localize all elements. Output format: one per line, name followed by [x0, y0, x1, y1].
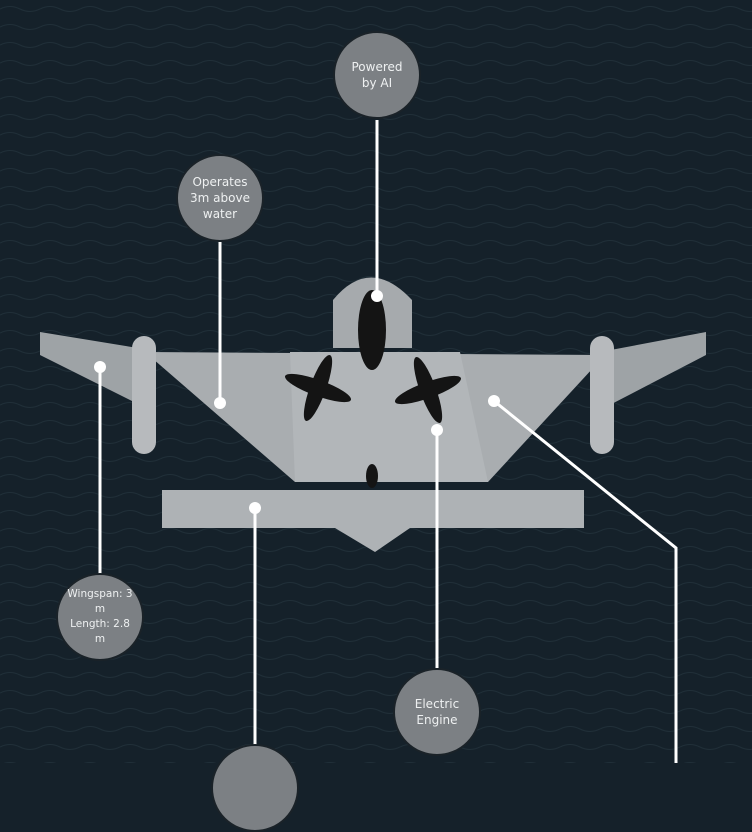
drone-scene [0, 0, 752, 763]
callout-powered-by-ai: Powered by AI [333, 31, 421, 119]
callout-lines [94, 120, 678, 763]
callout-dimensions: Wingspan: 3 m Length: 2.8 m [56, 573, 144, 661]
callout-operating-altitude: Operates 3m above water [176, 154, 264, 242]
callout-bottom [211, 744, 299, 832]
callout-electric-engine: Electric Engine [393, 668, 481, 756]
drone [40, 277, 706, 552]
